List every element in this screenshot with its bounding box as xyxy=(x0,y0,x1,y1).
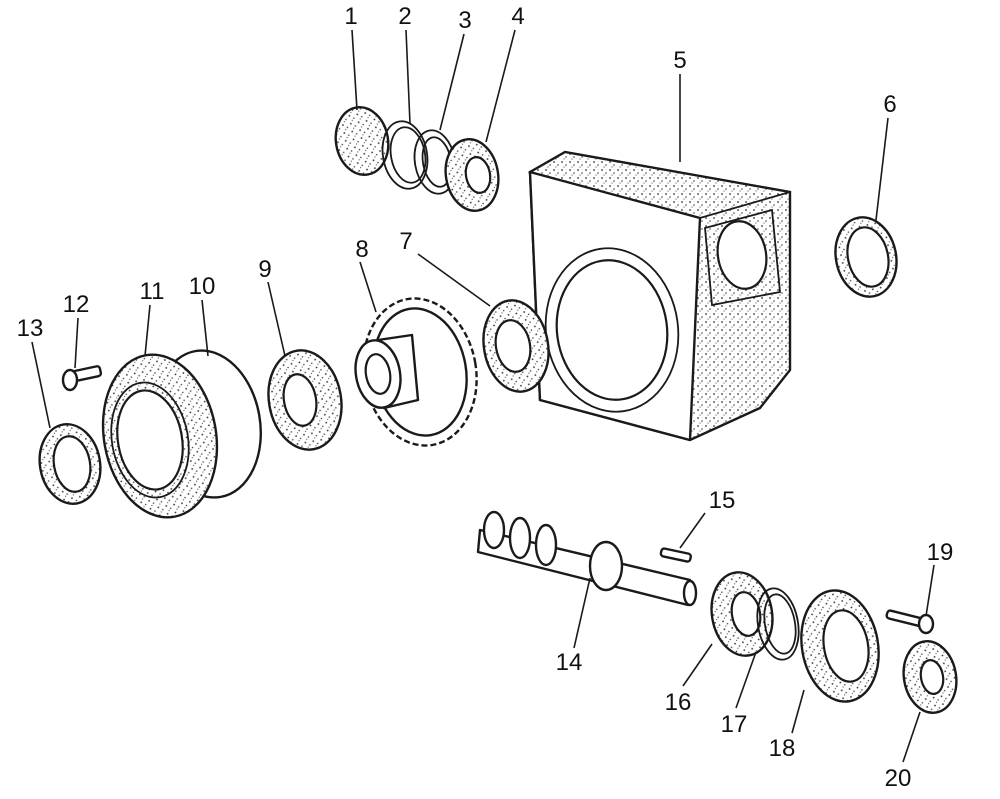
callout-11: 11 xyxy=(140,278,165,305)
callout-3: 3 xyxy=(458,7,471,34)
part-8-worm-wheel xyxy=(354,297,478,447)
callout-9: 9 xyxy=(258,256,271,283)
part-18-cover xyxy=(800,589,880,703)
part-14-worm-shaft xyxy=(476,510,698,607)
part-5-housing xyxy=(527,150,792,442)
callout-1: 1 xyxy=(344,3,357,30)
callout-19: 19 xyxy=(927,539,954,566)
callout-2: 2 xyxy=(398,3,411,30)
part-20-end-cap xyxy=(902,640,958,714)
callout-5: 5 xyxy=(673,47,686,74)
part-7-bearing xyxy=(482,299,550,393)
callout-13: 13 xyxy=(17,315,44,342)
callout-14: 14 xyxy=(556,649,583,676)
callout-12: 12 xyxy=(63,291,90,318)
callout-17: 17 xyxy=(721,711,748,738)
part-4-bearing xyxy=(444,138,500,212)
part-13-seal xyxy=(38,423,102,505)
part-2-ring xyxy=(381,120,429,190)
part-19-bolt xyxy=(885,609,935,635)
callout-7: 7 xyxy=(399,228,412,255)
callout-6: 6 xyxy=(883,91,896,118)
part-6-seal xyxy=(834,216,898,298)
part-16-bearing xyxy=(710,571,774,657)
part-15-key xyxy=(659,547,692,563)
part-17-snap-ring xyxy=(756,587,800,661)
leader-lines xyxy=(31,29,935,763)
part-9-bearing xyxy=(267,349,343,451)
part-12-bolt xyxy=(61,365,103,392)
callout-4: 4 xyxy=(511,3,524,30)
callout-18: 18 xyxy=(769,735,796,762)
callout-16: 16 xyxy=(665,689,692,716)
callout-15: 15 xyxy=(709,487,736,514)
callout-8: 8 xyxy=(355,236,368,263)
part-10-11-flange-cover xyxy=(101,349,262,519)
callout-20: 20 xyxy=(885,765,912,792)
callout-10: 10 xyxy=(189,273,216,300)
callout-labels: 1 2 3 4 5 6 7 8 9 10 11 12 13 14 15 16 1… xyxy=(17,3,954,792)
